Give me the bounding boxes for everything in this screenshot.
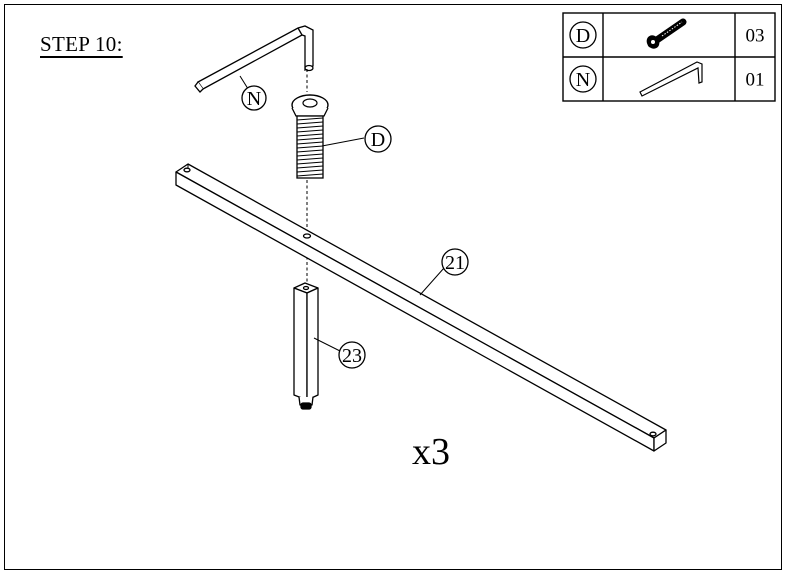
- quantity-label: x3: [412, 431, 450, 473]
- callout-23: 23: [338, 341, 366, 369]
- parts-row-d-count: 03: [746, 26, 765, 47]
- parts-row-d-id: D: [576, 25, 590, 47]
- callout-21-label: 21: [445, 252, 465, 274]
- leg: [293, 282, 319, 410]
- rail: [175, 163, 667, 452]
- bolt-thread: [296, 117, 324, 177]
- bolt-thumbnail-icon: [646, 18, 687, 49]
- diagram-frame: [4, 4, 782, 570]
- parts-row-n-id: N: [576, 69, 590, 91]
- callout-d-label: D: [371, 129, 385, 151]
- bolt: [291, 94, 329, 179]
- callout-d: D: [364, 125, 392, 153]
- callout-23-label: 23: [342, 345, 362, 367]
- callout-21: 21: [441, 248, 469, 276]
- parts-row-n: N 01: [569, 61, 765, 97]
- allen-key-thumbnail-icon: [639, 61, 703, 97]
- callout-n-label: N: [247, 88, 261, 110]
- parts-table: [562, 12, 776, 102]
- step-title: STEP 10:: [40, 32, 123, 56]
- callout-n: N: [241, 85, 267, 111]
- allen-key: [194, 25, 314, 93]
- parts-row-d: D 03: [569, 18, 765, 49]
- parts-row-n-count: 01: [746, 70, 765, 91]
